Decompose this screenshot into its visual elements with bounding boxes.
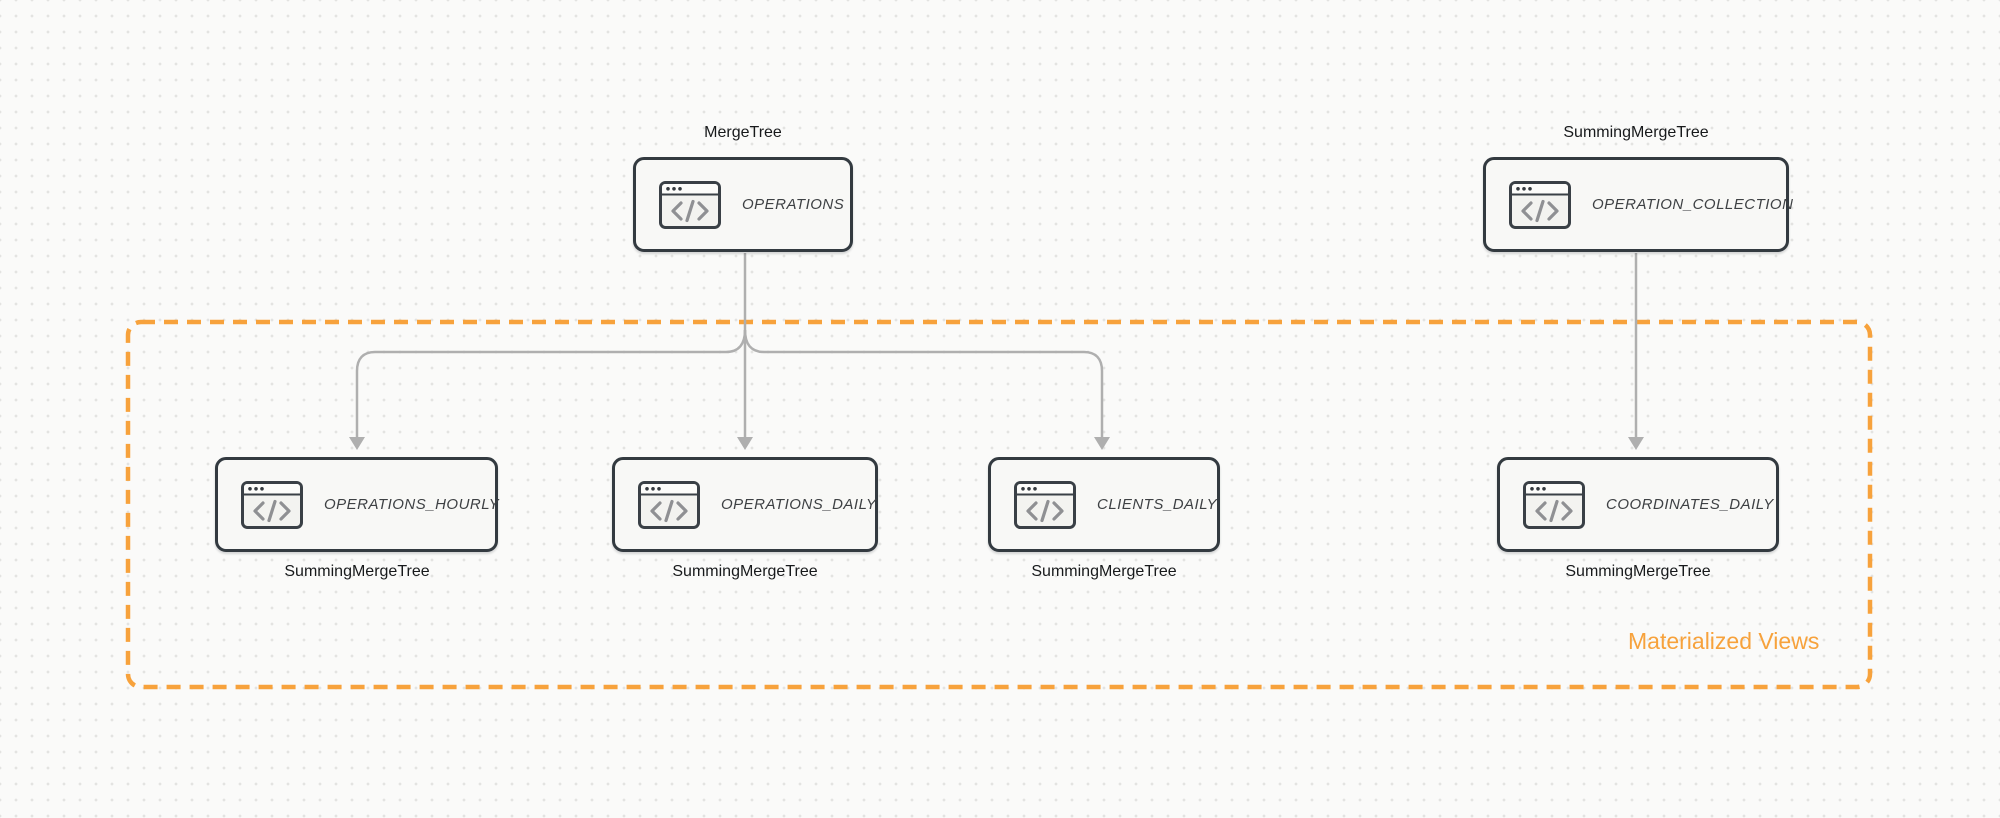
- node-table-name: OPERATION_COLLECTION: [1592, 196, 1794, 213]
- node-table-name: OPERATIONS_DAILY: [721, 496, 877, 513]
- engine-label-operations-hourly: SummingMergeTree: [284, 563, 430, 580]
- node-operation-collection[interactable]: OPERATION_COLLECTION: [1483, 157, 1793, 252]
- engine-label-operations: MergeTree: [704, 124, 782, 141]
- engine-label-coordinates-daily: SummingMergeTree: [1565, 563, 1711, 580]
- arrowhead-clients-daily: [1094, 437, 1110, 450]
- code-window-icon: [638, 480, 700, 529]
- arrowhead-coordinates-daily: [1628, 437, 1644, 450]
- node-operations-hourly[interactable]: OPERATIONS_HOURLY: [215, 457, 500, 552]
- node-clients-daily[interactable]: CLIENTS_DAILY: [988, 457, 1220, 552]
- arrowhead-operations-daily: [737, 437, 753, 450]
- node-coordinates-daily[interactable]: COORDINATES_DAILY: [1497, 457, 1779, 552]
- engine-label-operations-daily: SummingMergeTree: [672, 563, 818, 580]
- node-table-name: OPERATIONS: [742, 196, 845, 213]
- node-operations[interactable]: OPERATIONS: [633, 157, 853, 252]
- code-window-icon: [1509, 180, 1571, 229]
- edge-operations-to-operations-hourly: [355, 329, 747, 437]
- node-table-name: COORDINATES_DAILY: [1606, 496, 1774, 513]
- code-window-icon: [241, 480, 303, 529]
- materialized-views-group-label: Materialized Views: [1628, 628, 1820, 654]
- code-window-icon: [1014, 480, 1076, 529]
- code-window-icon: [1523, 480, 1585, 529]
- node-table-name: CLIENTS_DAILY: [1097, 496, 1218, 513]
- node-table-name: OPERATIONS_HOURLY: [324, 496, 500, 513]
- arrowhead-operations-hourly: [349, 437, 365, 450]
- node-operations-daily[interactable]: OPERATIONS_DAILY: [612, 457, 878, 552]
- engine-label-operation-collection: SummingMergeTree: [1563, 124, 1709, 141]
- code-window-icon: [659, 180, 721, 229]
- edge-operations-to-clients-daily: [743, 329, 1104, 437]
- engine-label-clients-daily: SummingMergeTree: [1031, 563, 1177, 580]
